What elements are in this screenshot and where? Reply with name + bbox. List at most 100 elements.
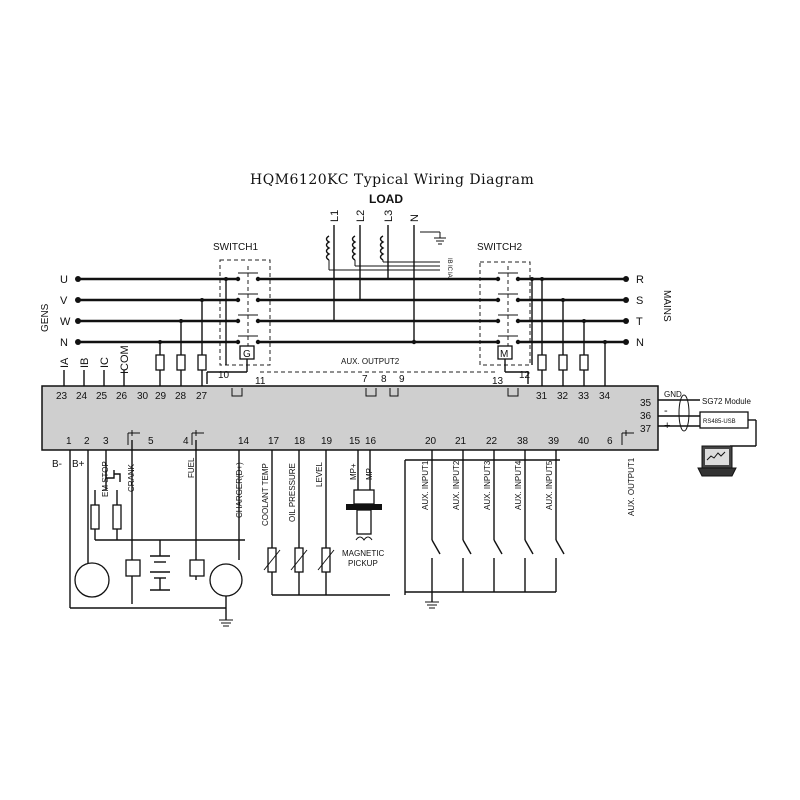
switch1-contacts: G: [235, 266, 261, 360]
diagram-title: HQM6120KC Typical Wiring Diagram: [250, 172, 534, 188]
pin-33: 33: [578, 391, 590, 402]
pin-9: 9: [399, 374, 405, 385]
mains-label: MAINS: [661, 290, 672, 322]
controller-body: [41, 385, 659, 451]
controller-bottom-pins: 1 2 3 5 4 14 17 18 19 15 16 20 21 22 38 …: [66, 436, 613, 447]
pin-38: 38: [517, 436, 529, 447]
gens-label: GENS: [40, 303, 51, 332]
switch2-label: SWITCH2: [477, 242, 522, 253]
pin-25: 25: [96, 391, 108, 402]
pin-35: 35: [640, 398, 652, 409]
pin-11: 11: [255, 376, 266, 387]
pin-12: 12: [519, 370, 531, 381]
aux-output2-label: AUX. OUTPUT2: [341, 357, 400, 366]
magnetic-pickup-label-1: MAGNETIC: [342, 549, 384, 558]
pin-29: 29: [155, 391, 167, 402]
signal-ib: IB: [79, 358, 91, 368]
ct-coil-l3: [379, 235, 440, 263]
pin-8: 8: [381, 374, 387, 385]
mp-plus-label: MP+: [349, 463, 358, 480]
switch1-box: [219, 259, 271, 366]
pin-2: 2: [84, 436, 90, 447]
comms-gnd: GND: [664, 390, 682, 399]
pin-39: 39: [548, 436, 560, 447]
em-stop-label: EM STOP: [101, 461, 110, 497]
ct-label-ia: IA: [446, 272, 452, 278]
load-line-labels: L1 L2 L3 N: [329, 210, 421, 222]
magnetic-pickup: MP+ MP- MAGNETIC PICKUP: [342, 450, 384, 568]
fuel-label: FUEL: [187, 457, 196, 478]
pin-37: 37: [640, 424, 652, 435]
gens-voltage-sensing: [155, 298, 207, 390]
ct-label-ic: IC: [446, 265, 452, 272]
controller-relay-pins: 10 11 7 8 9 13 12: [218, 370, 531, 397]
pin-4: 4: [183, 436, 189, 447]
pin-10: 10: [218, 370, 230, 381]
ct-label-ib: IB: [446, 258, 452, 264]
pin-19: 19: [321, 436, 333, 447]
comms-section: GND - + SG72 Module RS485-USB: [658, 390, 757, 477]
switch1-label: SWITCH1: [213, 242, 258, 253]
bottom-left-wiring: B- B+ EM STOP CRANK FUEL CHARGER(D+): [52, 440, 245, 627]
aux-output1-label: AUX. OUTPUT1: [627, 457, 636, 516]
pin-34: 34: [599, 391, 611, 402]
pin-32: 32: [557, 391, 569, 402]
load-bus-taps: [411, 339, 417, 345]
pin-5: 5: [148, 436, 154, 447]
controller-right-pins: 35 36 37: [640, 398, 652, 435]
gens-phase-u: U: [60, 274, 68, 286]
controller-top-pins: 23 24 25 26 30 29 28 27 31 32 33 34: [56, 391, 611, 402]
laptop-icon: [697, 445, 737, 477]
aux-input3-label: AUX. INPUT3: [483, 460, 492, 510]
pin-16: 16: [365, 436, 377, 447]
aux-input4-label: AUX. INPUT4: [514, 460, 523, 510]
coolant-temp-label: COOLANT TEMP: [261, 463, 270, 526]
switch2-coil: M: [500, 349, 508, 360]
aux-inputs: AUX. INPUT1 AUX. INPUT2 AUX. INPUT3 AUX.…: [404, 450, 565, 609]
pin-1: 1: [66, 436, 72, 447]
switch1-coil: G: [243, 349, 251, 360]
pin-17: 17: [268, 436, 280, 447]
pin-36: 36: [640, 411, 652, 422]
comms-minus: -: [664, 405, 668, 417]
aux-input1-label: AUX. INPUT1: [421, 460, 430, 510]
pin-23: 23: [56, 391, 68, 402]
mains-bus: [518, 276, 629, 345]
gens-phase-w: W: [60, 316, 71, 328]
relay-coil-links: [206, 277, 534, 384]
load-line-l1: L1: [329, 210, 341, 222]
pin-13: 13: [492, 376, 504, 387]
pin-28: 28: [175, 391, 187, 402]
oil-pressure-label: OIL PRESSURE: [288, 463, 297, 522]
pin-18: 18: [294, 436, 306, 447]
pin-27: 27: [196, 391, 208, 402]
load-label: LOAD: [369, 192, 403, 206]
crank-label: CRANK: [127, 463, 136, 492]
gens-phase-labels: U V W N GENS: [40, 274, 71, 349]
mains-phase-t: T: [636, 316, 643, 328]
ct-coil-l1: [325, 235, 440, 271]
pin-3: 3: [103, 436, 109, 447]
pin-7: 7: [362, 374, 368, 385]
signal-ic: IC: [99, 357, 111, 368]
aux-input2-label: AUX. INPUT2: [452, 460, 461, 510]
sensor-wiring: COOLANT TEMP OIL PRESSURE LEVEL: [261, 450, 390, 596]
output-contacts: [127, 430, 634, 445]
b-minus-label: B-: [52, 459, 62, 470]
comms-module-label: SG72 Module: [702, 397, 751, 406]
aux-input5-label: AUX. INPUT5: [545, 460, 554, 510]
mains-phase-s: S: [636, 295, 643, 307]
mains-voltage-sensing: [537, 277, 607, 390]
pin-40: 40: [578, 436, 590, 447]
signal-ia: IA: [59, 357, 71, 368]
pin-20: 20: [425, 436, 437, 447]
pin-31: 31: [536, 391, 548, 402]
pin-21: 21: [455, 436, 467, 447]
load-line-l2: L2: [355, 210, 367, 222]
mains-phase-n: N: [636, 337, 644, 349]
load-line-n: N: [409, 214, 421, 222]
pin-24: 24: [76, 391, 88, 402]
ct-coil-l2: [351, 235, 440, 267]
switch2-contacts: M: [495, 266, 521, 360]
